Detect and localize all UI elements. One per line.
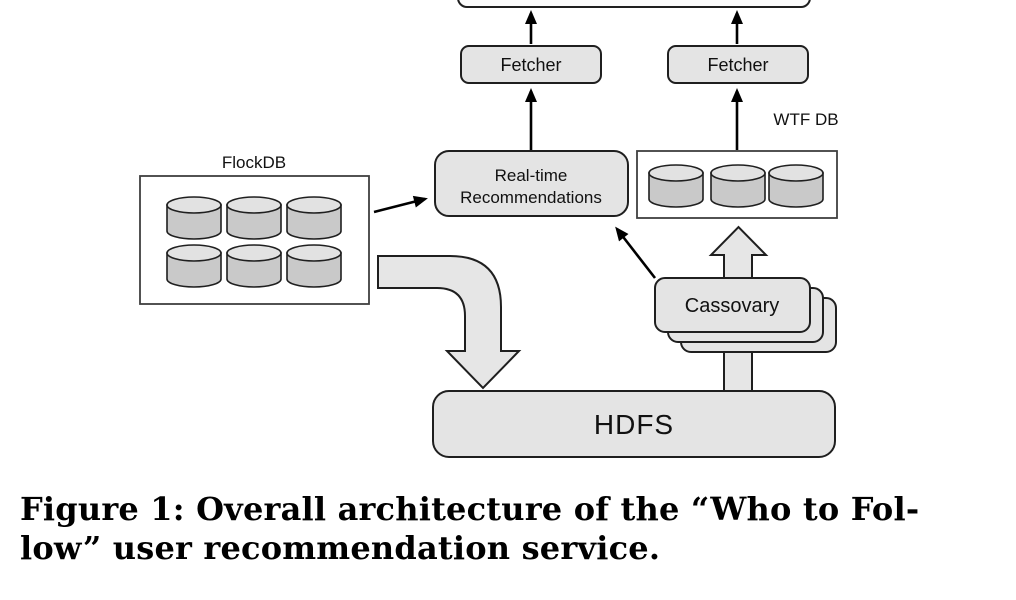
db-cylinder-icon — [768, 164, 824, 208]
fetcher-left-label: Fetcher — [500, 55, 561, 75]
figure-caption: Figure 1: Overall architecture of the “W… — [20, 490, 1004, 568]
wtfdb-cylinders — [648, 164, 824, 208]
realtime-label-line2: Recommendations — [460, 188, 602, 207]
db-cylinder-icon — [286, 244, 342, 288]
fetcher-left-box — [460, 45, 602, 84]
cassovary-label: Cassovary — [685, 295, 779, 317]
db-cylinder-icon — [166, 244, 222, 288]
arrow-flockdb-to-rtrec — [373, 195, 428, 214]
cassovary-box-front — [654, 277, 811, 333]
architecture-diagram: Fetcher Fetcher WTF DB FlockDB — [139, 0, 839, 458]
hdfs-node: HDFS — [432, 390, 836, 458]
wtfdb-node — [636, 150, 838, 219]
realtime-label-line1: Real-time — [495, 166, 568, 185]
hdfs-box — [432, 390, 836, 458]
arrow-cassovary-to-rtrec — [615, 226, 657, 279]
top-service-box — [457, 0, 811, 8]
fetcher-right-label: Fetcher — [707, 55, 768, 75]
wtfdb-label: WTF DB — [773, 110, 838, 129]
realtime-recommendations-node: Real-time Recommendations — [434, 150, 629, 217]
block-arrow-flockdb-to-hdfs — [377, 255, 522, 390]
flockdb-node — [139, 175, 370, 305]
db-cylinder-icon — [286, 196, 342, 240]
cassovary-node: Cassovary — [654, 277, 837, 353]
db-cylinder-icon — [226, 244, 282, 288]
fetcher-right-node: Fetcher — [667, 45, 809, 84]
flockdb-label: FlockDB — [222, 153, 286, 172]
fetcher-left-node: Fetcher — [460, 45, 602, 84]
caption-line-2: low” user recommendation service. — [20, 529, 661, 567]
db-cylinder-icon — [166, 196, 222, 240]
hdfs-label: HDFS — [594, 409, 674, 440]
db-cylinder-icon — [648, 164, 704, 208]
caption-line-1: Figure 1: Overall architecture of the “W… — [20, 490, 920, 528]
realtime-recommendations-box — [434, 150, 629, 217]
db-cylinder-icon — [710, 164, 766, 208]
fetcher-right-box — [667, 45, 809, 84]
db-cylinder-icon — [226, 196, 282, 240]
